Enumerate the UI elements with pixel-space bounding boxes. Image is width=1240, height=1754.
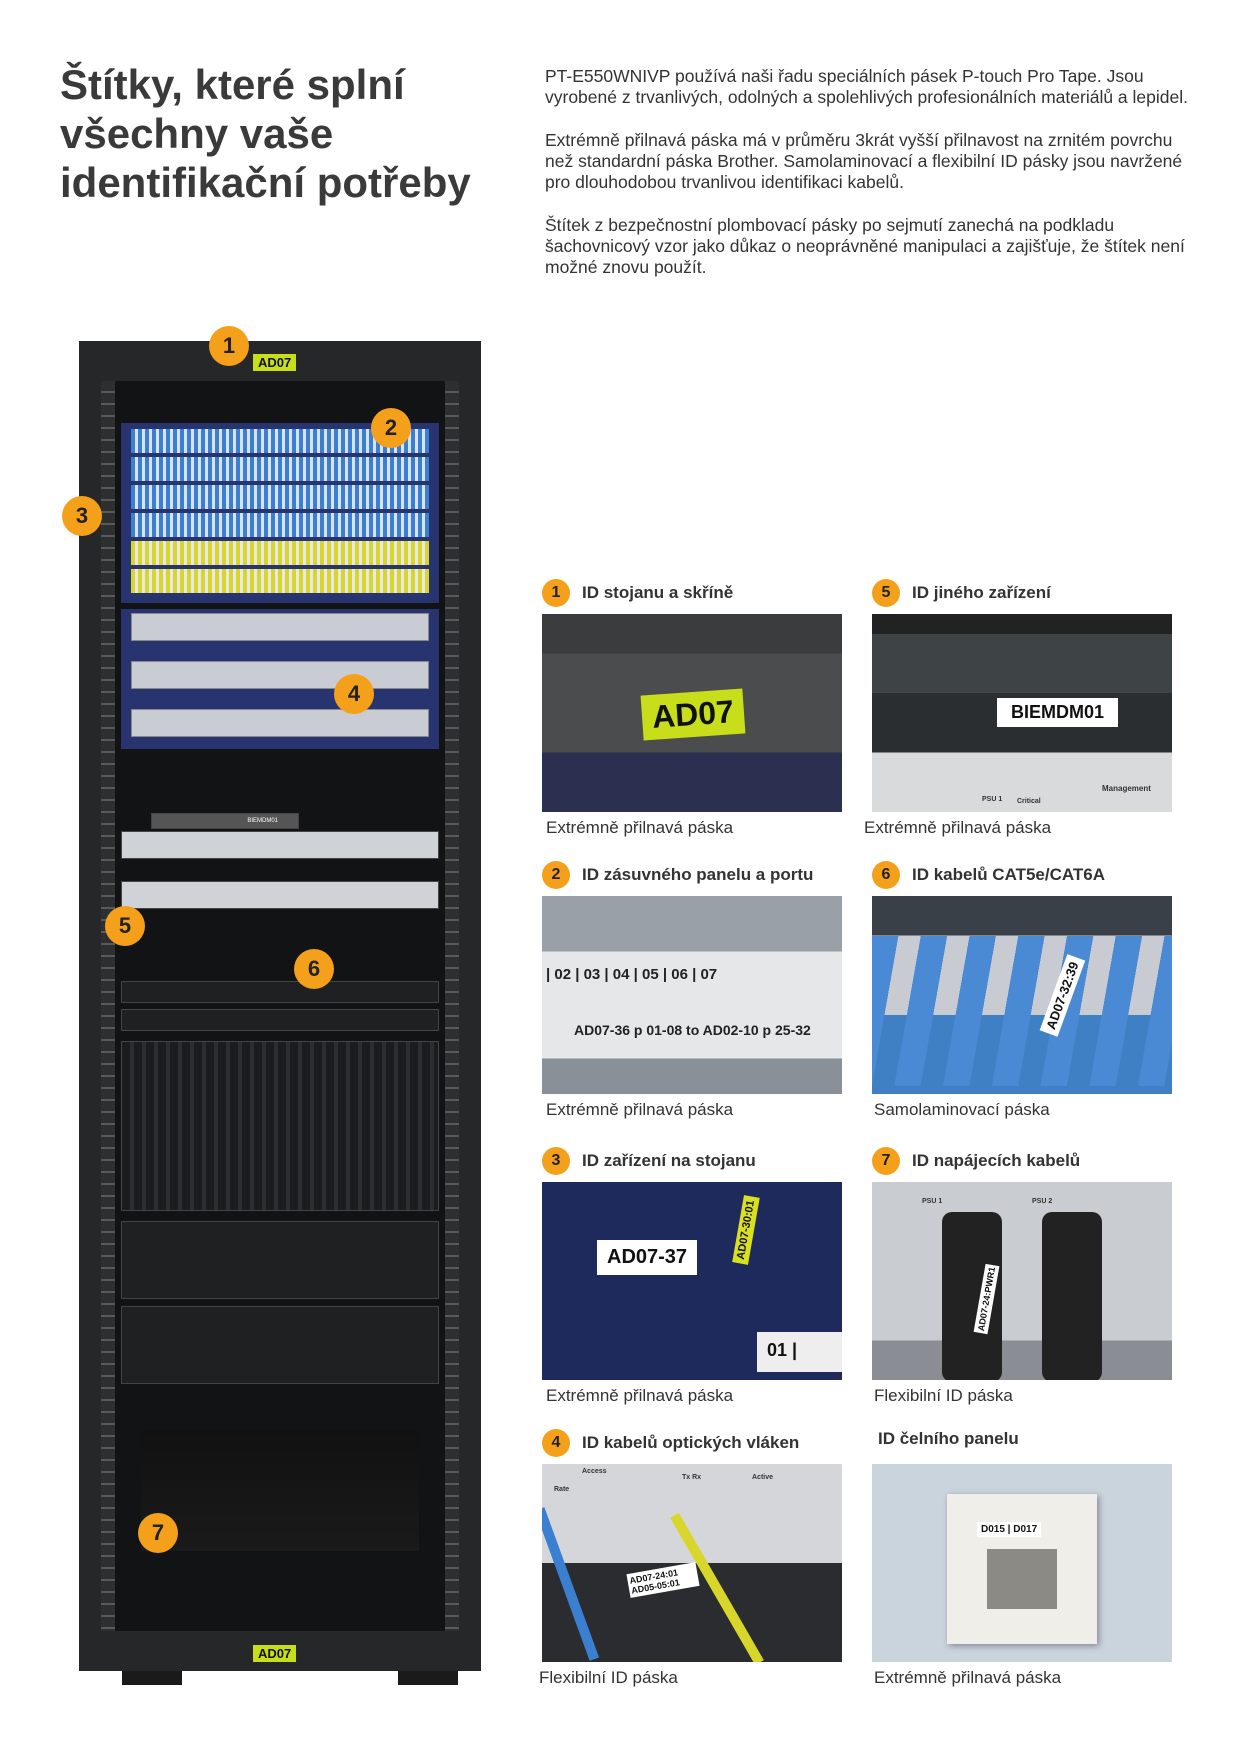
page-title: Štítky, které splní všechny vaše identif… [60,61,471,206]
photo-patch-panel: | 02 | 03 | 04 | 05 | 06 | 07 AD07-36 p … [542,896,842,1094]
tile-header: 4 ID kabelů optických vláken [542,1429,799,1457]
rack-interior: BIEMDM01 [111,381,449,1631]
photo-fiber-cables: Access Rate Tx Rx Active AD07-24:01 AD05… [542,1464,842,1662]
number-badge: 2 [542,861,570,889]
tile-title: ID stojanu a skříně [582,583,734,602]
panel-label: AD07-36 p 01-08 to AD02-10 p 25-32 [574,1022,811,1038]
panel-text: PSU 1 [922,1198,943,1205]
intro-paragraph: Extrémně přilnavá páska má v průměru 3kr… [545,130,1183,192]
tile-title: ID zásuvného panelu a portu [582,865,814,884]
marker-7: 7 [138,1513,178,1553]
rack-top-label: AD07 [253,354,297,371]
port-number: 01 | [757,1332,842,1372]
photo-device-id: BIEMDM01 Management PSU 1 Critical [872,614,1172,812]
panel-text: Rate [554,1486,570,1493]
photo-faceplate: D015 | D017 [872,1464,1172,1662]
tile-header: 3 ID zařízení na stojanu [542,1147,756,1175]
rack-foot [398,1671,458,1685]
tile-title: ID zařízení na stojanu [582,1151,756,1170]
photo-rack-id: AD07 [542,614,842,812]
panel-text: Active [752,1474,774,1481]
rack-foot [122,1671,182,1685]
photo-rack-equipment: AD07-37 AD07-30:01 01 | [542,1182,842,1380]
network-sockets [987,1549,1057,1609]
tile-caption: Extrémně přilnavá páska [874,1668,1062,1687]
tile-header: 7 ID napájecích kabelů [872,1147,1080,1175]
tile-title: ID kabelů optických vláken [582,1433,800,1452]
blue-cables [872,936,1172,1086]
tile-title: ID kabelů CAT5e/CAT6A [912,865,1106,884]
panel-text: PSU 2 [1032,1198,1053,1205]
port-labels: | 02 | 03 | 04 | 05 | 06 | 07 [546,966,718,983]
tile-title: ID napájecích kabelů [912,1151,1081,1170]
server-chassis [121,1041,439,1211]
number-badge: 5 [872,579,900,607]
faceplate-label: D015 | D017 [977,1522,1042,1537]
marker-1: 1 [209,326,249,366]
server-rack-illustration: BIEMDM01 [79,341,481,1671]
ups [121,1221,439,1299]
cable-label: AD07-30:01 [732,1195,760,1265]
tile-header: 5 ID jiného zařízení [872,579,1051,607]
rack-rail [101,381,115,1631]
rack-bottom-label: AD07 [253,1645,297,1662]
tile-title: ID jiného zařízení [912,583,1051,602]
intro-text: PT-E550WNIVP používá naši řadu speciální… [545,66,1195,300]
switch-block [121,609,439,749]
rack-rail [445,381,459,1631]
ups [121,1306,439,1384]
tile-title: ID čelního panelu [878,1429,1019,1448]
label-ad07: AD07 [640,688,746,741]
panel-text: Tx Rx [682,1474,702,1481]
tile-caption: Extrémně přilnavá páska [546,1100,734,1119]
device-label: BIEMDM01 [247,818,278,824]
photo-cat-cables: AD07-32:39 [872,896,1172,1094]
tile-header: 1 ID stojanu a skříně [542,579,733,607]
intro-paragraph: PT-E550WNIVP používá naši řadu speciální… [545,66,1188,107]
panel-text: Critical [1017,798,1041,805]
panel-text: PSU 1 [982,796,1003,803]
server [121,1009,439,1031]
cable-label: AD07-24:01 AD05-05:01 [626,1562,700,1598]
tile-header: 6 ID kabelů CAT5e/CAT6A [872,861,1105,889]
wall-plate: D015 | D017 [947,1494,1097,1644]
marker-4: 4 [334,674,374,714]
device [121,831,439,859]
panel-text: Management [1102,784,1151,793]
device [121,881,439,909]
patch-panel-block [121,423,439,603]
tile-caption: Extrémně přilnavá páska [864,818,1052,837]
panel-text: Access [582,1468,607,1475]
tile-caption: Flexibilní ID páska [539,1668,678,1687]
tile-caption: Extrémně přilnavá páska [546,1386,734,1405]
tile-caption: Extrémně přilnavá páska [546,818,734,837]
marker-5: 5 [105,906,145,946]
number-badge: 6 [872,861,900,889]
device-biemdm01: BIEMDM01 [151,813,299,829]
power-cables [141,1431,419,1551]
photo-power-cables: PSU 1 PSU 2 AD07-24:PWR1 [872,1182,1172,1380]
tile-header: ID čelního panelu [872,1429,1019,1449]
marker-6: 6 [294,949,334,989]
power-cable [1042,1212,1102,1380]
equipment-label: AD07-37 [597,1240,698,1275]
server [121,981,439,1003]
number-badge: 3 [542,1147,570,1175]
tile-caption: Samolaminovací páska [874,1100,1050,1119]
blue-cable [542,1507,600,1661]
tile-caption: Flexibilní ID páska [874,1386,1013,1405]
tile-header: 2 ID zásuvného panelu a portu [542,861,813,889]
marker-3: 3 [62,496,102,536]
intro-paragraph: Štítek z bezpečnostní plombovací pásky p… [545,215,1185,277]
number-badge: 1 [542,579,570,607]
number-badge: 4 [542,1429,570,1457]
number-badge: 7 [872,1147,900,1175]
label-biemdm01: BIEMDM01 [997,698,1119,727]
marker-2: 2 [371,408,411,448]
